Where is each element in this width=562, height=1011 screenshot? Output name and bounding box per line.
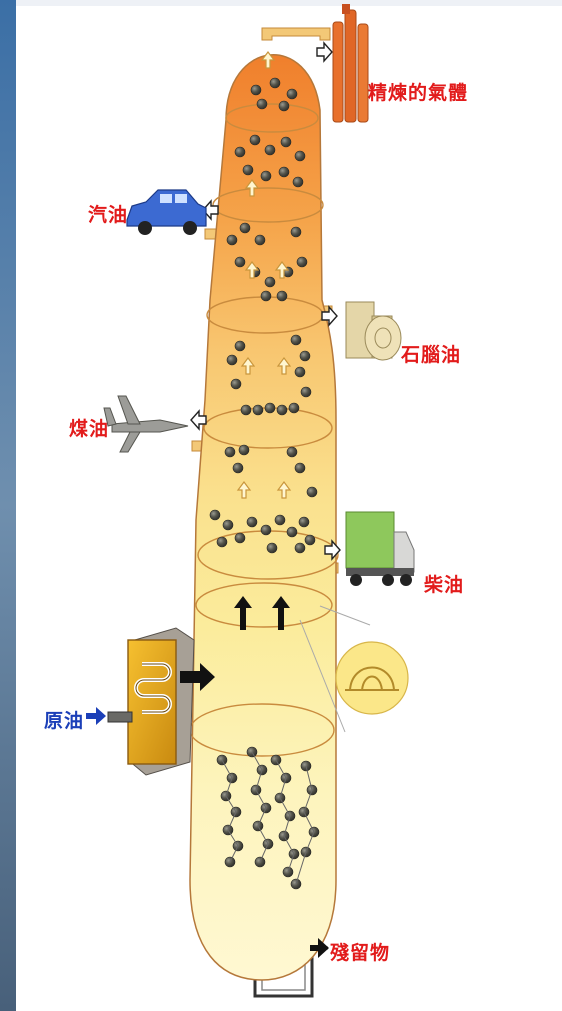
gas-cylinders-icon	[332, 4, 369, 123]
car-icon	[126, 189, 207, 235]
label-kerosene: 煤油	[69, 418, 110, 440]
bubble-cap-detail	[299, 605, 409, 733]
label-crude-oil: 原油	[44, 710, 85, 732]
column-trays	[189, 103, 339, 757]
label-refinery-gas: 精煉的氣體	[368, 82, 469, 104]
barrels-icon	[345, 301, 402, 361]
output-arrows	[190, 41, 341, 561]
molecules	[209, 77, 320, 890]
vapor-up-arrows	[236, 51, 292, 499]
jet-icon	[103, 395, 189, 453]
truck-icon	[345, 511, 415, 586]
left-edge-strip	[0, 0, 16, 1011]
label-naphtha: 石腦油	[401, 344, 462, 366]
furnace-icon	[107, 627, 195, 776]
label-residue: 殘留物	[330, 942, 391, 964]
residue-arrow	[310, 938, 329, 958]
molecule-bonds	[221, 751, 315, 885]
crude-oil-arrow	[86, 707, 106, 725]
black-up-arrows	[234, 596, 290, 630]
label-diesel: 柴油	[424, 574, 465, 596]
distillation-column	[189, 54, 337, 981]
feed-arrow	[180, 663, 215, 691]
label-gasoline: 汽油	[88, 204, 129, 226]
